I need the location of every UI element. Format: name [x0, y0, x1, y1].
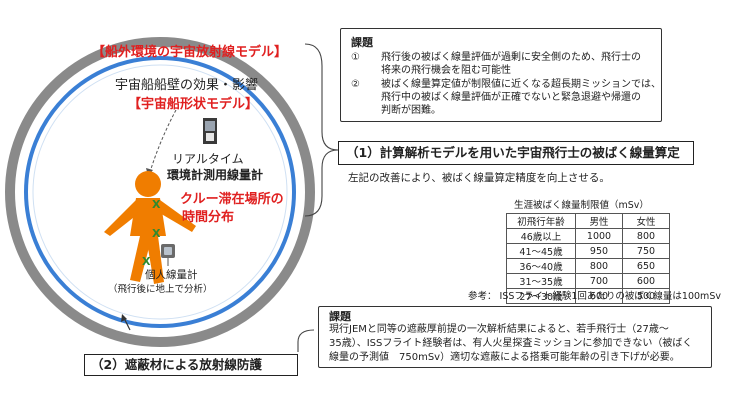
issue-text: 線量の予測値 750mSv）適切な遮蔽による搭乗可能年齢の引き下げが必要。	[329, 352, 680, 363]
bracket-bottom	[297, 329, 315, 352]
issue-item-text: 飛行中の被ばく線量評価が正確でないと緊急退避や帰還の	[381, 92, 641, 103]
issue-text: 現行JEMと同等の遮蔽厚前提の一次解析結果によると、若手飛行士（27歳〜	[329, 324, 669, 335]
issue-title: 課題	[351, 36, 373, 49]
dose-limit-table: 初飛行年齢 男性 女性 46歳以上 1000 800 41〜45歳 950 75…	[506, 213, 670, 304]
personal-dosimeter-icon	[161, 244, 175, 266]
space-radiation-model-title: 【船外環境の宇宙放射線モデル】	[92, 45, 288, 60]
outer-ring	[5, 37, 315, 347]
inner-ring	[32, 64, 288, 320]
table-row: 31〜35歳 700 600	[506, 273, 670, 289]
personal-dosimeter-note: （飛行後に地上で分析）	[108, 284, 213, 295]
crew-time-distribution-label: 時間分布	[182, 210, 235, 225]
table-row: 46歳以上 1000 800	[506, 228, 670, 244]
realtime-dosimeter-label: 環境計測用線量計	[167, 168, 264, 182]
issue-box-bottom: 課題 現行JEMと同等の遮蔽厚前提の一次解析結果によると、若手飛行士（27歳〜 …	[318, 306, 712, 368]
x-mark: X	[142, 255, 151, 268]
dashed-arrow	[149, 109, 177, 173]
heading-text: （2）遮蔽材による放射線防護	[91, 357, 262, 372]
issue-title: 課題	[329, 310, 351, 323]
table-header: 女性	[622, 213, 670, 229]
issue-item-number: ②	[351, 79, 360, 90]
table-header: 男性	[575, 213, 623, 229]
hull-effect-label: 宇宙船船壁の効果・影響	[115, 78, 259, 93]
realtime-dosimeter-icon	[203, 118, 217, 144]
x-mark: X	[152, 198, 161, 211]
issue-item-text: 将来の飛行機会を阻む可能性	[381, 65, 511, 76]
crew-location-label: クルー滞在場所の	[180, 192, 284, 207]
issue-box-top: 課題 ① 飛行後の被ばく線量評価が過剰に安全側のため、飛行士の 将来の飛行機会を…	[340, 28, 662, 122]
heading-text: （1）計算解析モデルを用いた宇宙飛行士の被ばく線量算定	[346, 145, 680, 160]
limit-table-caption: 生涯被ばく線量制限値（mSv）	[514, 200, 649, 211]
issue-item-number: ①	[351, 52, 360, 63]
heading-dose-calculation: （1）計算解析モデルを用いた宇宙飛行士の被ばく線量算定	[338, 141, 694, 165]
reference-note: 参考： ISSフライト経験1回あたりの被ばく線量は100mSv	[468, 291, 721, 302]
table-header: 初飛行年齢	[506, 213, 576, 229]
heading-shielding: （2）遮蔽材による放射線防護	[84, 354, 298, 376]
table-row: 27〜30歳 600 500	[506, 288, 670, 304]
table-row: 36〜40歳 800 650	[506, 258, 670, 274]
realtime-label: リアルタイム	[172, 152, 244, 166]
issue-text: 35歳）、ISSフライト経験者は、有人火星探査ミッションに参加できない（被ばく	[329, 338, 693, 349]
improvement-note: 左記の改善により、被ばく線量算定精度を向上させる。	[348, 172, 610, 184]
astronaut-figure	[104, 171, 196, 284]
table-row: 41〜45歳 950 750	[506, 243, 670, 259]
x-mark: X	[152, 227, 161, 240]
hull-ring	[24, 56, 296, 328]
issue-item-text: 飛行後の被ばく線量評価が過剰に安全側のため、飛行士の	[381, 52, 641, 63]
ship-shape-model-label: 【宇宙船形状モデル】	[128, 97, 259, 112]
issue-item-text: 判断が困難。	[381, 105, 441, 116]
personal-dosimeter-label: 個人線量計	[145, 269, 198, 281]
issue-item-text: 被ばく線量算定値が制限値に近くなる超長期ミッションでは、	[381, 79, 661, 90]
